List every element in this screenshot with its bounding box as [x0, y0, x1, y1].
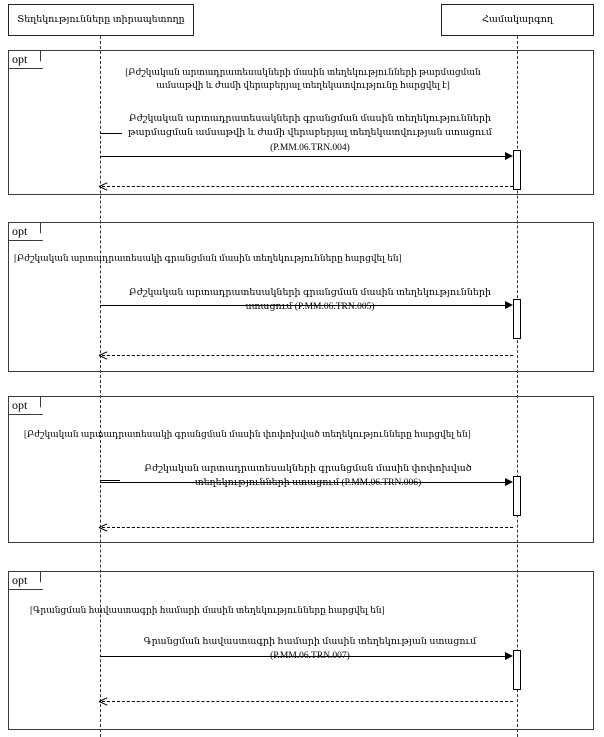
- activation-bar-1: [513, 150, 521, 190]
- activation-bar-2: [513, 299, 521, 339]
- message-3-call-arrowhead: [505, 478, 513, 486]
- message-1-origin-stub: [100, 133, 122, 134]
- fragment-1-guard: [Բժշկական արտադրատեսակների մասին տեղեկու…: [125, 67, 481, 91]
- fragment-2-guard: [Բժշկական արտադրատեսակի գրանցման մասին տ…: [14, 253, 402, 263]
- message-1-call-line: [100, 156, 509, 157]
- message-1-return-line: [102, 186, 513, 187]
- fragment-4-operator-label: opt: [9, 572, 41, 590]
- lifeline-owner: [100, 36, 101, 737]
- message-4-label: Գրանցման հավաստագրի համարի մասին տեղեկու…: [143, 637, 477, 662]
- message-3-label: Բժշկական արտադրատեսակների գրանցման մասին…: [144, 464, 472, 489]
- fragment-2-operator-label: opt: [9, 223, 41, 241]
- message-3-return-arrowhead: [99, 523, 107, 531]
- message-4-call-line: [100, 656, 509, 657]
- fragment-opt-2: opt: [8, 222, 594, 372]
- message-2-call-line: [100, 305, 509, 306]
- fragment-4-guard: [Գրանցման հավաստագրի համարի մասին տեղեկո…: [30, 605, 385, 615]
- fragment-2-label-wrap: opt: [9, 223, 47, 241]
- message-3-call-line: [100, 482, 509, 483]
- fragment-3-label-wrap: opt: [9, 397, 47, 415]
- participant-owner-label: Տեղեկությունները տիրապետողը: [17, 14, 185, 25]
- fragment-opt-4: opt: [8, 571, 594, 730]
- message-2-return-arrowhead: [99, 351, 107, 359]
- message-3-origin-stub: [100, 480, 120, 481]
- fragment-opt-1: opt: [8, 50, 594, 195]
- message-1-label: Բժշկական արտադրատեսակների գրանցման մասին…: [128, 114, 492, 153]
- message-1-call-arrowhead: [505, 152, 513, 160]
- fragment-opt-3: opt: [8, 396, 594, 543]
- message-4-return-arrowhead: [99, 697, 107, 705]
- message-1-return-arrowhead: [99, 182, 107, 190]
- fragment-1-label-wrap: opt: [9, 51, 47, 69]
- message-4-call-arrowhead: [505, 652, 513, 660]
- message-2-label: Բժշկական արտադրատեսակների գրանցման մասին…: [128, 288, 491, 313]
- fragment-1-operator-label: opt: [9, 51, 41, 69]
- activation-bar-3: [513, 476, 521, 516]
- message-2-call-arrowhead: [505, 301, 513, 309]
- fragment-4-label-wrap: opt: [9, 572, 47, 590]
- participant-coordinator[interactable]: Համակարգող: [441, 4, 594, 36]
- message-3-return-line: [102, 527, 513, 528]
- message-4-return-line: [102, 701, 513, 702]
- lifeline-coordinator: [517, 36, 518, 737]
- fragment-3-operator-label: opt: [9, 397, 41, 415]
- participant-coordinator-label: Համակարգող: [482, 14, 553, 25]
- activation-bar-4: [513, 650, 521, 690]
- participant-owner[interactable]: Տեղեկությունները տիրապետողը: [8, 4, 194, 36]
- fragment-3-guard: [Բժշկական արտադրատեսակի գրանցման մասին փ…: [24, 429, 471, 439]
- message-2-return-line: [102, 355, 513, 356]
